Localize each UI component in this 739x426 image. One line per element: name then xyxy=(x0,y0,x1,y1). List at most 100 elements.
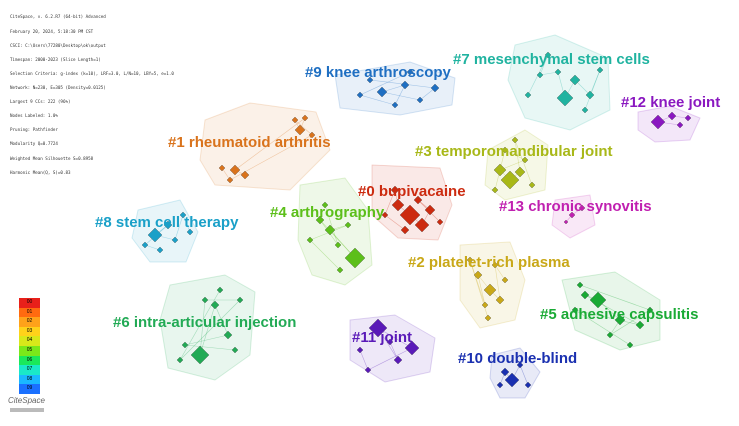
network-node[interactable] xyxy=(556,89,574,107)
network-node[interactable] xyxy=(294,124,306,136)
network-node[interactable] xyxy=(226,176,234,184)
network-node[interactable] xyxy=(524,91,532,99)
network-node[interactable] xyxy=(404,340,420,356)
network-node[interactable] xyxy=(626,341,634,349)
network-node[interactable] xyxy=(496,381,504,389)
network-node[interactable] xyxy=(391,198,405,212)
network-node[interactable] xyxy=(229,164,241,176)
network-node[interactable] xyxy=(511,136,519,144)
network-node[interactable] xyxy=(171,236,179,244)
network-node[interactable] xyxy=(336,266,344,274)
network-node[interactable] xyxy=(315,215,325,225)
network-node[interactable] xyxy=(386,338,394,346)
network-node[interactable] xyxy=(473,270,483,280)
network-node[interactable] xyxy=(390,185,400,195)
cluster-label-3[interactable]: #3 temporomandibular joint xyxy=(415,143,613,160)
network-node[interactable] xyxy=(223,330,233,340)
network-node[interactable] xyxy=(684,114,692,122)
network-node[interactable] xyxy=(147,227,163,243)
network-node[interactable] xyxy=(568,211,576,219)
cluster-label-11[interactable]: #11 joint xyxy=(352,329,413,346)
network-node[interactable] xyxy=(364,366,372,374)
network-node[interactable] xyxy=(176,356,184,364)
network-node[interactable] xyxy=(501,146,509,154)
network-node[interactable] xyxy=(430,83,440,93)
network-node[interactable] xyxy=(501,276,509,284)
network-node[interactable] xyxy=(436,218,444,226)
cluster-label-7[interactable]: #7 mesenchymal stem cells xyxy=(453,51,650,68)
network-node[interactable] xyxy=(521,156,529,164)
cluster-label-0[interactable]: #0 bupivacaine xyxy=(358,183,466,200)
network-node[interactable] xyxy=(580,290,590,300)
network-node[interactable] xyxy=(536,71,544,79)
network-node[interactable] xyxy=(554,68,562,76)
network-node[interactable] xyxy=(676,121,684,129)
network-node[interactable] xyxy=(356,346,364,354)
network-node[interactable] xyxy=(563,219,569,225)
network-node[interactable] xyxy=(589,291,607,309)
network-node[interactable] xyxy=(301,114,309,122)
network-node[interactable] xyxy=(483,283,497,297)
network-node[interactable] xyxy=(528,181,536,189)
network-node[interactable] xyxy=(491,261,499,269)
network-node[interactable] xyxy=(218,164,226,172)
network-node[interactable] xyxy=(334,241,342,249)
network-node[interactable] xyxy=(324,224,336,236)
network-node[interactable] xyxy=(366,76,374,84)
cluster-label-4[interactable]: #4 arthrography xyxy=(270,204,385,221)
network-node[interactable] xyxy=(210,300,220,310)
network-node[interactable] xyxy=(163,220,173,230)
network-node[interactable] xyxy=(524,381,532,389)
network-node[interactable] xyxy=(201,296,209,304)
network-node[interactable] xyxy=(376,86,388,98)
network-node[interactable] xyxy=(481,301,489,309)
cluster-label-13[interactable]: #13 chronic synovitis xyxy=(499,198,652,215)
network-node[interactable] xyxy=(400,80,410,90)
network-node[interactable] xyxy=(406,68,414,76)
network-node[interactable] xyxy=(216,286,224,294)
network-node[interactable] xyxy=(190,345,210,365)
cluster-label-6[interactable]: #6 intra-articular injection xyxy=(113,314,297,331)
network-node[interactable] xyxy=(399,204,421,226)
network-node[interactable] xyxy=(585,90,595,100)
network-node[interactable] xyxy=(500,170,520,190)
network-node[interactable] xyxy=(495,295,505,305)
network-node[interactable] xyxy=(156,246,164,254)
network-node[interactable] xyxy=(413,195,423,205)
cluster-label-9[interactable]: #9 knee arthroscopy xyxy=(305,64,451,81)
network-node[interactable] xyxy=(571,306,579,314)
network-node[interactable] xyxy=(635,320,645,330)
network-node[interactable] xyxy=(650,114,666,130)
network-node[interactable] xyxy=(578,204,586,212)
network-node[interactable] xyxy=(306,236,314,244)
network-node[interactable] xyxy=(141,241,149,249)
network-node[interactable] xyxy=(368,318,388,338)
network-node[interactable] xyxy=(646,306,654,314)
cluster-label-5[interactable]: #5 adhesive capsulitis xyxy=(540,306,699,323)
cluster-label-1[interactable]: #1 rheumatoid arthritis xyxy=(168,134,331,151)
network-node[interactable] xyxy=(493,163,507,177)
network-node[interactable] xyxy=(236,296,244,304)
network-node[interactable] xyxy=(491,186,499,194)
network-node[interactable] xyxy=(514,166,526,178)
network-node[interactable] xyxy=(569,74,581,86)
cluster-label-12[interactable]: #12 knee joint xyxy=(621,94,721,111)
network-node[interactable] xyxy=(381,211,389,219)
cluster-label-8[interactable]: #8 stem cell therapy xyxy=(95,214,239,231)
network-node[interactable] xyxy=(400,225,410,235)
network-node[interactable] xyxy=(179,211,187,219)
network-node[interactable] xyxy=(504,372,520,388)
network-node[interactable] xyxy=(581,106,589,114)
network-node[interactable] xyxy=(596,66,604,74)
network-node[interactable] xyxy=(186,228,194,236)
network-node[interactable] xyxy=(308,131,316,139)
network-node[interactable] xyxy=(393,355,403,365)
network-node[interactable] xyxy=(414,217,430,233)
network-node[interactable] xyxy=(466,256,474,264)
network-node[interactable] xyxy=(544,51,552,59)
network-node[interactable] xyxy=(606,331,614,339)
network-node[interactable] xyxy=(344,247,366,269)
network-node[interactable] xyxy=(416,96,424,104)
network-node[interactable] xyxy=(576,281,584,289)
network-node[interactable] xyxy=(181,341,189,349)
